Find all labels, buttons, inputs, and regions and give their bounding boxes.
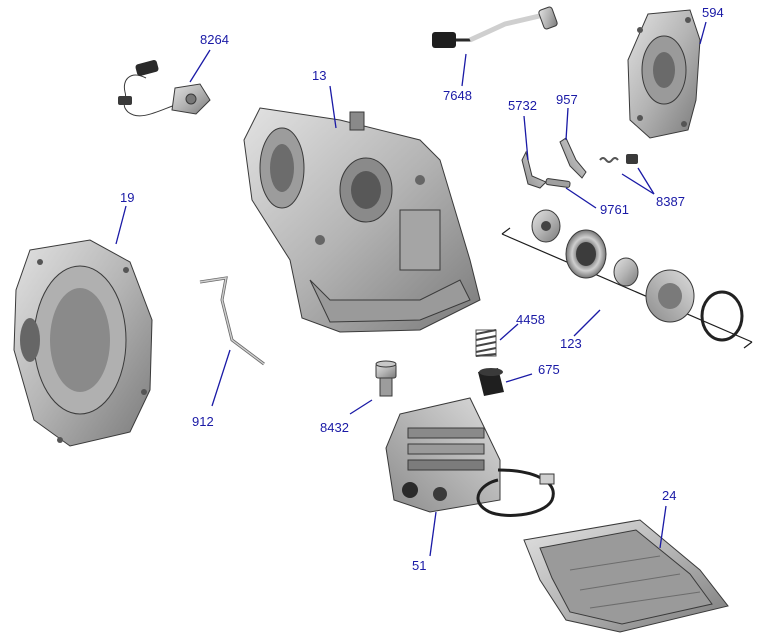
park-rod-icon — [559, 137, 587, 179]
label-912: 912 — [192, 414, 214, 429]
filter-plug-icon — [375, 360, 397, 397]
label-4458: 4458 — [516, 312, 545, 327]
range-sensor-harness-icon — [118, 60, 211, 117]
label-5732: 5732 — [508, 98, 537, 113]
label-957: 957 — [556, 92, 578, 107]
label-13: 13 — [312, 68, 326, 83]
speed-sensor-lead-icon — [432, 6, 558, 48]
valve-body-icon — [385, 397, 555, 517]
leader-lines — [115, 21, 707, 557]
dipstick-tube-icon — [199, 276, 265, 366]
label-123: 123 — [560, 336, 582, 351]
coil-spring-icon — [475, 329, 497, 357]
rear-cover-icon — [627, 9, 701, 139]
converter-housing-icon — [13, 239, 153, 447]
manual-lever-icon — [521, 150, 547, 189]
label-675: 675 — [538, 362, 560, 377]
label-8264: 8264 — [200, 32, 229, 47]
spring-and-seal-icon — [599, 154, 638, 164]
label-7648: 7648 — [443, 88, 472, 103]
transaxle-case-icon — [243, 107, 481, 333]
rubber-seal-icon — [478, 368, 504, 396]
label-9761: 9761 — [600, 202, 629, 217]
piston-and-retainer-set-icon — [501, 209, 753, 349]
label-594: 594 — [702, 5, 724, 20]
label-8387: 8387 — [656, 194, 685, 209]
label-19: 19 — [120, 190, 134, 205]
label-51: 51 — [412, 558, 426, 573]
label-24: 24 — [662, 488, 676, 503]
label-8432: 8432 — [320, 420, 349, 435]
oil-pan-icon — [523, 519, 729, 633]
pin-icon — [545, 178, 571, 188]
